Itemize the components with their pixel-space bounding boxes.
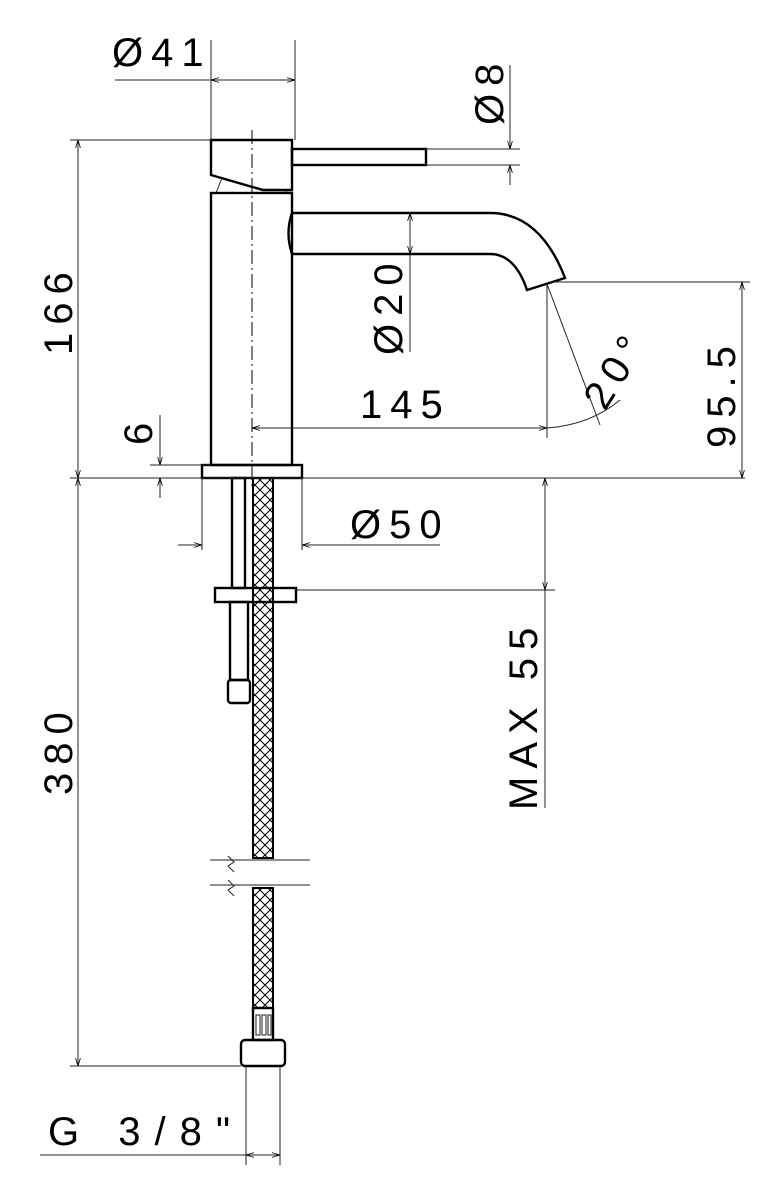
dim-hose-length: 380 xyxy=(37,704,81,795)
dim-total-height: 166 xyxy=(37,264,81,355)
break-marks xyxy=(210,855,310,897)
fixing-nut xyxy=(213,586,298,604)
underdeck-assembly xyxy=(210,476,310,1068)
dim-spout-height: 95.5 xyxy=(700,338,744,448)
hex-connector xyxy=(239,1038,287,1068)
dim-spout-angle: 20° xyxy=(575,322,657,417)
lever xyxy=(290,147,428,167)
spout xyxy=(287,211,567,292)
dim-max-deck-thickness: MAX 55 xyxy=(502,620,546,810)
dim-handle-diameter: Ø41 xyxy=(112,31,212,75)
dim-spout-reach: 145 xyxy=(360,383,451,427)
dim-spout-diameter: Ø20 xyxy=(367,255,411,355)
dimension-lines xyxy=(40,40,750,1165)
dim-lever-diameter: Ø8 xyxy=(468,56,512,125)
dim-base-thickness: 6 xyxy=(117,415,161,445)
dim-connection-thread: G 3/8" xyxy=(48,1110,244,1154)
dim-base-diameter: Ø50 xyxy=(350,503,450,547)
